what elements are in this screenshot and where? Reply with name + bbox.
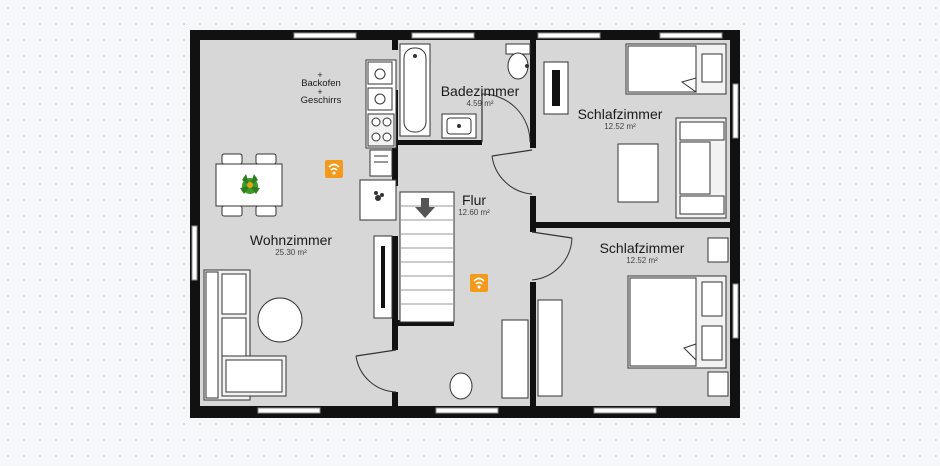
room-area-schlafzimmer-1: 12.52 m² xyxy=(604,122,636,131)
wifi-icon[interactable] xyxy=(470,274,488,292)
room-area-schlafzimmer-2: 12.52 m² xyxy=(626,256,658,265)
hall-furniture xyxy=(449,319,529,400)
staircase[interactable] xyxy=(399,191,455,323)
oven xyxy=(369,149,393,177)
window xyxy=(411,32,475,39)
window xyxy=(435,407,499,414)
room-name-wohnzimmer: Wohnzimmer xyxy=(250,232,333,248)
window xyxy=(659,32,723,39)
chair xyxy=(255,153,277,165)
door-bedroom-2[interactable] xyxy=(531,231,573,281)
window xyxy=(537,32,601,39)
bed xyxy=(627,275,727,369)
room-name-schlafzimmer-1: Schlafzimmer xyxy=(578,106,663,122)
chair xyxy=(221,205,243,217)
door-bathroom[interactable] xyxy=(481,93,531,143)
room-name-schlafzimmer-2: Schlafzimmer xyxy=(600,240,685,256)
window xyxy=(732,83,739,139)
plant-icon xyxy=(240,174,260,194)
washbasin xyxy=(441,113,477,139)
room-name-flur: Flur xyxy=(462,192,486,208)
nightstand xyxy=(707,237,729,263)
room-name-badezimmer: Badezimmer xyxy=(441,83,520,99)
stair-arrow-icon xyxy=(415,198,435,218)
dining-set xyxy=(215,153,283,217)
cabinet xyxy=(501,319,529,399)
room-area-badezimmer: 4.59 m² xyxy=(466,99,493,108)
round-stool xyxy=(449,372,473,400)
window xyxy=(257,407,321,414)
wifi-icon[interactable] xyxy=(325,160,343,178)
tv xyxy=(381,246,385,308)
kitchen-note-dishes: Geschirrs xyxy=(301,95,342,106)
window xyxy=(191,225,198,281)
rug xyxy=(617,143,659,203)
chair xyxy=(255,205,277,217)
armchair xyxy=(675,117,727,219)
wardrobe xyxy=(537,299,563,397)
window xyxy=(293,32,357,39)
room-area-flur: 12.60 m² xyxy=(458,208,490,217)
svg-text:+: + xyxy=(317,87,322,97)
bedroom-2-furniture xyxy=(537,237,729,397)
door-bedroom-1[interactable] xyxy=(491,149,533,195)
kitchen-note-oven: Backofen xyxy=(301,78,341,89)
door-living-room[interactable] xyxy=(355,349,397,393)
bedroom-1-furniture xyxy=(543,43,727,219)
coffee-table xyxy=(257,297,303,343)
sofa xyxy=(203,269,287,401)
living-furniture xyxy=(203,235,393,401)
chair xyxy=(221,153,243,165)
kitchen: + + Backofen Geschirrs xyxy=(301,59,397,221)
room-labels: Wohnzimmer 25.30 m² Badezimmer 4.59 m² S… xyxy=(250,83,685,265)
toilet xyxy=(505,43,531,80)
window xyxy=(732,283,739,339)
monitor xyxy=(552,70,560,106)
room-area-wohnzimmer: 25.30 m² xyxy=(275,248,307,257)
bed xyxy=(625,43,727,95)
window xyxy=(593,407,657,414)
doors xyxy=(355,93,573,393)
nightstand xyxy=(707,371,729,397)
windows xyxy=(191,32,739,414)
svg-text:+: + xyxy=(317,70,322,80)
bathroom-fixtures xyxy=(399,43,531,139)
